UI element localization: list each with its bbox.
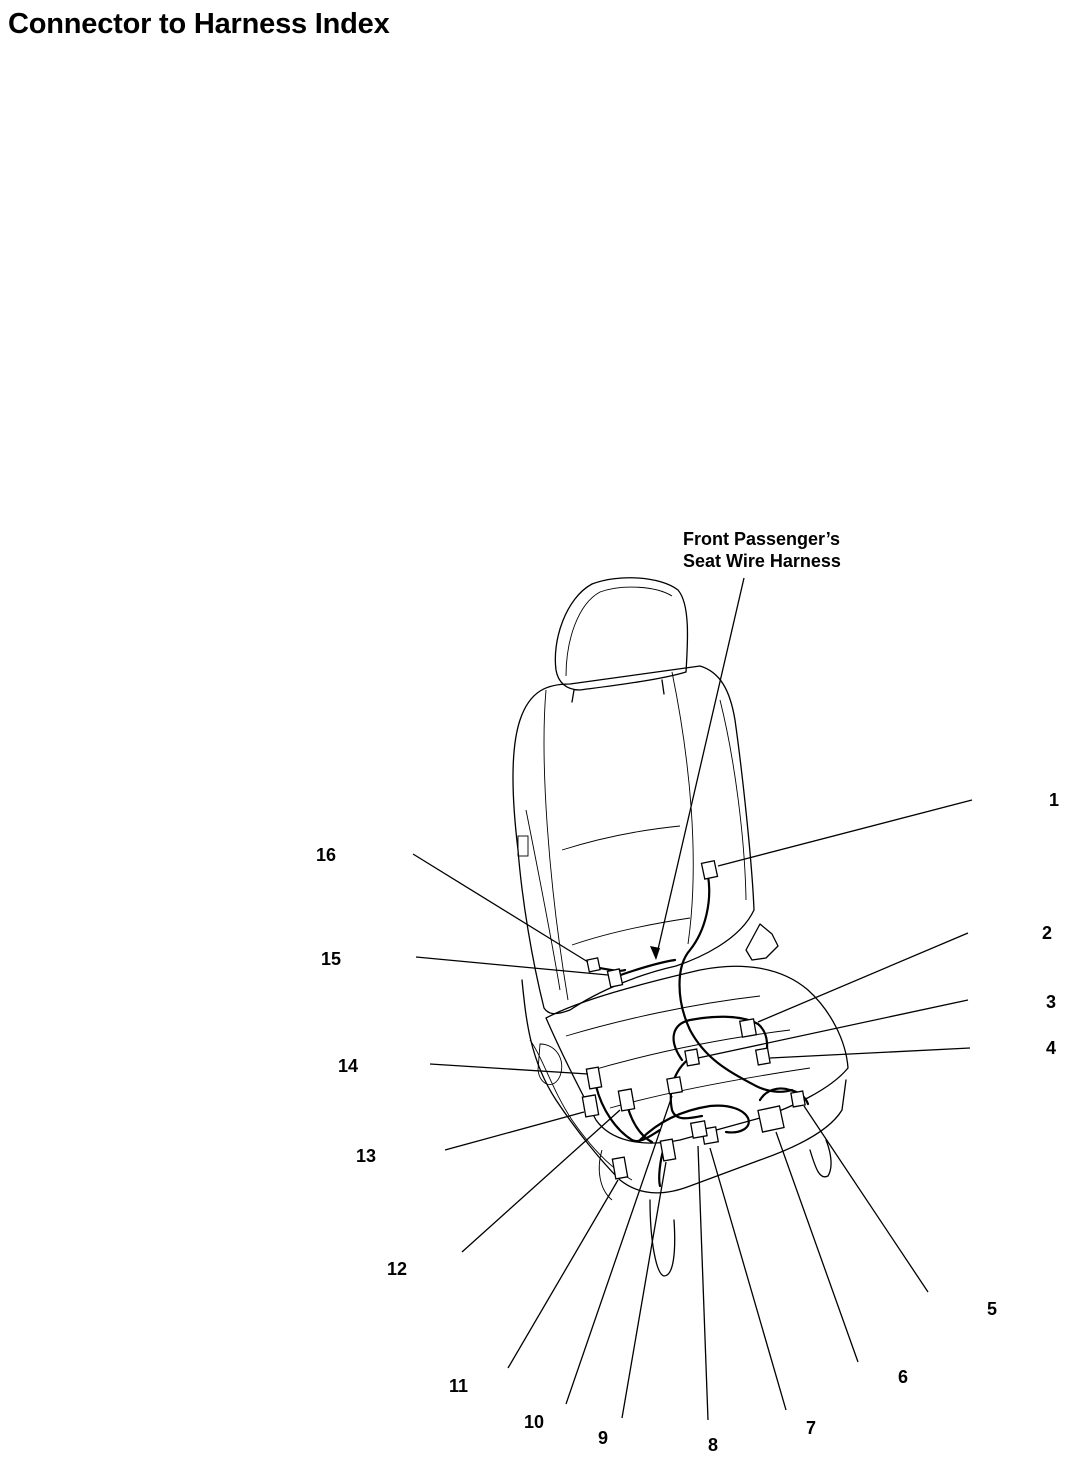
callout-8: 8 bbox=[708, 1435, 718, 1455]
connector-11 bbox=[611, 1156, 629, 1180]
callout-10: 10 bbox=[524, 1412, 544, 1432]
callout-4: 4 bbox=[1046, 1038, 1056, 1058]
connector-3 bbox=[684, 1048, 701, 1067]
seat-cushion bbox=[545, 965, 849, 1144]
connector-14 bbox=[585, 1066, 603, 1090]
backrest bbox=[512, 665, 755, 1015]
harness-label: Front Passenger’s Seat Wire Harness bbox=[683, 528, 841, 572]
connector-1 bbox=[700, 859, 719, 880]
callout-13: 13 bbox=[356, 1146, 376, 1166]
callout-15: 15 bbox=[321, 949, 341, 969]
callout-7: 7 bbox=[806, 1418, 816, 1438]
callout-11: 11 bbox=[449, 1376, 468, 1396]
callout-numbers: 1 2 3 4 5 6 7 8 9 10 11 12 13 14 15 16 bbox=[316, 790, 1059, 1455]
leader-8 bbox=[697, 1145, 709, 1421]
connector-6 bbox=[757, 1105, 785, 1133]
leader-11 bbox=[507, 1179, 619, 1369]
connector-5 bbox=[790, 1090, 806, 1108]
harness-leader-arrow bbox=[650, 946, 660, 960]
connector-4 bbox=[754, 1047, 771, 1066]
leader-2 bbox=[757, 932, 969, 1023]
leader-12 bbox=[461, 1109, 621, 1253]
callout-1: 1 bbox=[1049, 790, 1059, 810]
connector-2 bbox=[738, 1018, 758, 1038]
leader-5 bbox=[803, 1105, 929, 1293]
connector-16 bbox=[586, 957, 601, 973]
leader-1 bbox=[717, 799, 973, 867]
callout-5: 5 bbox=[987, 1299, 997, 1319]
connectors bbox=[581, 859, 806, 1180]
callout-12: 12 bbox=[387, 1259, 407, 1279]
callout-16: 16 bbox=[316, 845, 336, 865]
harness-leader bbox=[655, 577, 745, 959]
callout-6: 6 bbox=[898, 1367, 908, 1387]
connector-15 bbox=[606, 968, 624, 988]
connector-12 bbox=[617, 1088, 636, 1112]
leader-14 bbox=[429, 1063, 589, 1075]
page-title: Connector to Harness Index bbox=[8, 8, 390, 40]
connector-8 bbox=[689, 1120, 708, 1139]
leader-lines bbox=[412, 577, 973, 1421]
harness-label-line-2: Seat Wire Harness bbox=[683, 551, 841, 571]
headrest bbox=[554, 577, 689, 691]
callout-9: 9 bbox=[598, 1428, 608, 1448]
leader-9 bbox=[621, 1161, 667, 1419]
callout-14: 14 bbox=[338, 1056, 358, 1076]
connector-9 bbox=[659, 1138, 677, 1162]
seat-side-frame bbox=[521, 979, 847, 1194]
connector-10 bbox=[666, 1076, 684, 1095]
leader-6 bbox=[775, 1131, 859, 1363]
leader-16 bbox=[412, 853, 589, 963]
leader-15 bbox=[415, 956, 609, 976]
callout-2: 2 bbox=[1042, 923, 1052, 943]
leader-7 bbox=[709, 1147, 787, 1411]
leader-13 bbox=[444, 1111, 585, 1151]
leader-10 bbox=[565, 1095, 673, 1405]
callout-3: 3 bbox=[1046, 992, 1056, 1012]
leader-4 bbox=[769, 1047, 971, 1059]
connector-13 bbox=[581, 1094, 600, 1118]
leader-3 bbox=[697, 999, 969, 1059]
seat-illustration bbox=[512, 577, 849, 1277]
harness-label-line-1: Front Passenger’s bbox=[683, 529, 841, 549]
